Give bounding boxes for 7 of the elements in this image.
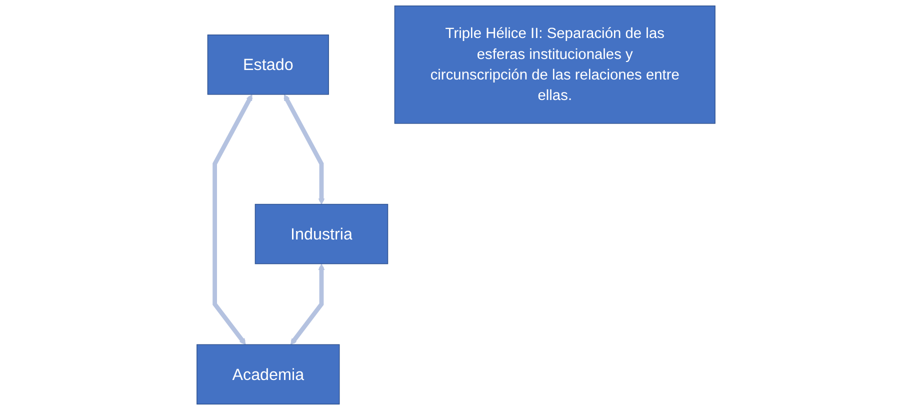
arrow	[290, 264, 325, 345]
node-box: Estado	[207, 34, 329, 95]
node-box: Academia	[196, 344, 340, 404]
node-box: Triple Hélice II: Separación de las esferas institucionales y circunscripción de las relaciones entre ellas.	[394, 6, 716, 124]
arrow	[212, 94, 253, 345]
arrow	[284, 94, 325, 205]
node-box: Industria	[254, 204, 388, 264]
